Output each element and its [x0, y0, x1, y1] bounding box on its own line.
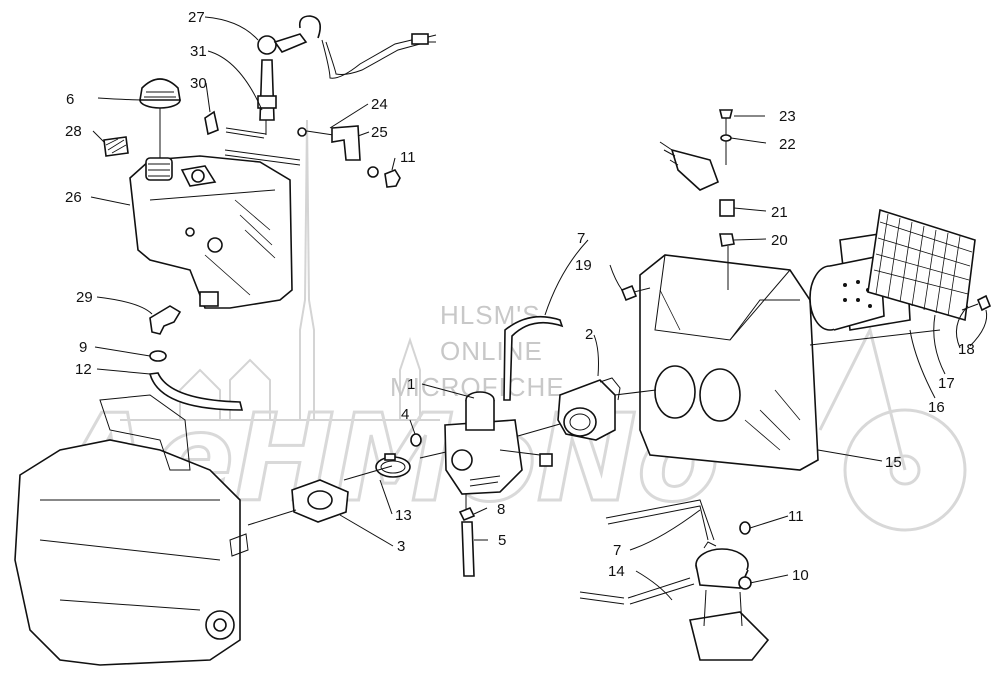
callout-7-upper: 7: [577, 230, 585, 247]
callout-11-lower: 11: [788, 508, 804, 525]
tank-hardware: [204, 110, 401, 188]
callout-14: 14: [608, 563, 625, 580]
drain-hose: [458, 494, 476, 577]
engine: [14, 394, 249, 666]
callout-1: 1: [407, 376, 415, 393]
callout-21: 21: [771, 204, 788, 221]
callout-20: 20: [771, 232, 788, 249]
callout-2: 2: [585, 326, 593, 343]
callout-4: 4: [401, 406, 409, 423]
watermark-line-2: ONLINE: [440, 336, 543, 366]
intake-flange: [247, 479, 349, 526]
carburetor: [343, 315, 564, 495]
callout-7-lower: 7: [613, 542, 621, 559]
callout-30: 30: [190, 75, 207, 92]
callout-29: 29: [76, 289, 93, 306]
watermark-motorcycle: [818, 325, 967, 532]
plug: [410, 433, 422, 447]
decal: [103, 136, 129, 157]
callout-26: 26: [65, 189, 82, 206]
callout-8: 8: [497, 501, 505, 518]
oil-tank: [129, 155, 293, 309]
oil-level-sensor: [257, 15, 437, 135]
intake-boot: [557, 377, 621, 441]
callout-10: 10: [792, 567, 809, 584]
tank-outlet: [148, 305, 244, 411]
callout-27: 27: [188, 9, 205, 26]
carb-clamp: [375, 453, 411, 478]
callout-16: 16: [928, 399, 945, 416]
callout-18: 18: [958, 341, 975, 358]
callout-24: 24: [371, 96, 388, 113]
callout-11-upper: 11: [400, 149, 416, 166]
intake-silencer: [809, 208, 992, 331]
callout-23: 23: [779, 108, 796, 125]
callout-31: 31: [190, 43, 207, 60]
callout-28: 28: [65, 123, 82, 140]
callout-19: 19: [575, 257, 592, 274]
fuel-pump: [579, 499, 770, 661]
callout-6: 6: [66, 91, 74, 108]
airbox-screw: [620, 284, 651, 302]
oil-cap: [139, 78, 181, 158]
callout-12: 12: [75, 361, 92, 378]
callout-22: 22: [779, 136, 796, 153]
filter-screen: [867, 208, 976, 322]
callout-25: 25: [371, 124, 388, 141]
callout-3: 3: [397, 538, 405, 555]
callout-13: 13: [395, 507, 412, 524]
airbox-hardware: [659, 109, 735, 290]
callout-15: 15: [885, 454, 902, 471]
callout-9: 9: [79, 339, 87, 356]
callout-17: 17: [938, 375, 955, 392]
leader-lines: [90, 16, 988, 601]
callout-5: 5: [498, 532, 506, 549]
airbox: [614, 254, 941, 471]
callouts: 1 2 3 4 5 6 7 7 8 9 10 11 11 12 13 14 15…: [65, 9, 975, 584]
